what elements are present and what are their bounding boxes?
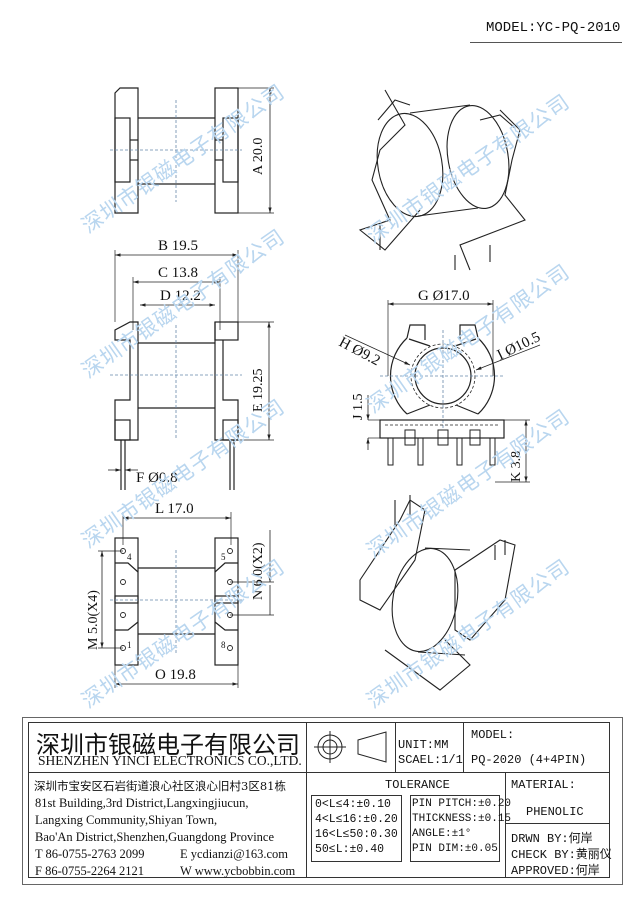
tolerance-item: 4<L≤16:±0.20 [315,813,398,826]
dim-g: G Ø17.0 [418,288,470,304]
material-value: PHENOLIC [526,805,584,819]
tolerance-item: 0<L≤4:±0.10 [315,798,391,811]
divider [505,772,506,878]
dim-h: H Ø9.2 [336,334,383,369]
pin-number: 1 [127,640,132,650]
dim-j: J 1.5 [351,394,366,420]
divider [463,722,464,772]
isometric-view-top [358,89,526,271]
telephone: T 86-0755-2763 2099 [35,847,145,861]
dim-e: E 19.25 [251,368,266,412]
pin-number: 4 [127,552,132,562]
tolerance-item: 50≤L:±0.40 [315,843,385,856]
front-view: B 19.5 C 13.8 D 12.2 E 19.25 F Ø0.8 [108,238,274,490]
side-view-top: A 20.0 [110,87,274,214]
tolerance-item: ANGLE:±1° [412,828,472,840]
fax: F 86-0755-2264 2121 [35,864,145,878]
scale-label: SCAEL:1/1 [398,753,463,767]
company-name-en: SHENZHEN YINCI ELECTRONICS CO.,LTD. [38,753,302,768]
company-name-cn: 深圳市银磁电子有限公司 [36,731,300,759]
divider [306,722,307,878]
divider [28,772,610,773]
model-number-label: MODEL:YC-PQ-2010 [486,20,621,36]
pin-number: 8 [221,640,226,650]
address-line: 81st Building,3rd District,Langxingjiucu… [35,796,249,810]
model-label: MODEL: [471,728,515,742]
tolerance-item: 16<L≤50:0.30 [315,828,398,841]
website: W www.ycbobbin.com [180,864,296,878]
checked-by: CHECK BY:黄丽仪 [511,848,612,862]
dim-d: D 12.2 [160,288,201,304]
dim-a: A 20.0 [251,138,266,175]
tolerance-title: TOLERANCE [385,778,450,792]
model-underline [470,42,622,43]
pin-number: 5 [221,552,226,562]
address-line: Langxing Community,Shiyan Town, [35,813,218,827]
dim-b: B 19.5 [158,238,198,254]
approved-by: APPROVED:何岸 [511,864,600,878]
material-label: MATERIAL: [511,778,576,792]
model-value: PQ-2020 (4+4PIN) [471,753,587,767]
tolerance-item: THICKNESS:±0.15 [412,813,512,825]
dim-k: K 3.8 [509,451,524,482]
tolerance-length-box [311,795,402,862]
dim-m: M 5.0(X4) [86,590,101,650]
projection-symbol-icon [314,731,387,763]
tolerance-item: PIN DIM:±0.05 [412,843,498,855]
dim-i: I Ø10.5 [495,329,543,363]
title-block-frame [22,717,623,885]
tolerance-item: PIN PITCH:±0.20 [412,798,512,810]
tolerance-misc-box [410,795,500,862]
drawn-by: DRWN BY:何岸 [511,832,593,846]
dim-c: C 13.8 [158,265,198,281]
dim-f: F Ø0.8 [136,470,178,486]
dim-n: N 6.0(X2) [251,542,266,600]
email: E ycdianzi@163.com [180,847,289,861]
divider [505,823,610,824]
address-line: Bao'An District,Shenzhen,Guangdong Provi… [35,830,275,844]
unit-label: UNIT:MM [398,738,449,752]
dim-l: L 17.0 [155,501,194,517]
isometric-view-bottom [359,495,516,691]
title-block [28,722,610,878]
bottom-view: L 17.0 4 5 1 8 M 5.0(X4) N 6.0(X2) O 19.… [86,501,274,688]
divider [395,722,396,772]
dim-o: O 19.8 [155,667,196,683]
address-cn: 深圳市宝安区石岩街道浪心社区浪心旧村3区81栋 [34,779,286,793]
